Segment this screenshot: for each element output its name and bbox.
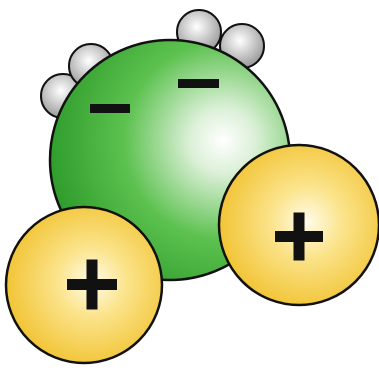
negative-charge-mark-2 <box>178 79 219 88</box>
positive-sphere-right <box>219 145 379 305</box>
negative-charge-mark-1 <box>90 104 130 113</box>
positive-sphere-left <box>6 207 162 363</box>
